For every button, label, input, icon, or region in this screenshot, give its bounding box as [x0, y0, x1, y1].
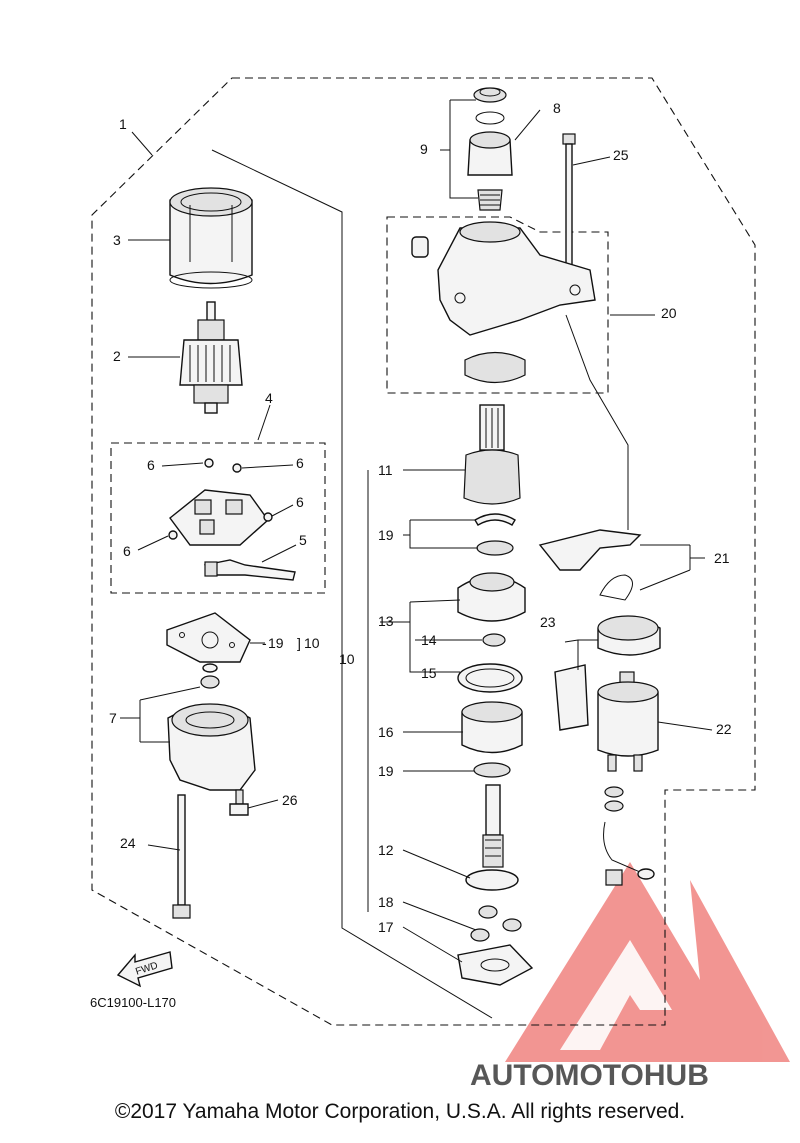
lead-wire-part	[603, 786, 655, 886]
solenoid-part	[597, 671, 659, 772]
through-bolt-24	[172, 794, 191, 919]
bracket-right: ]	[297, 635, 301, 651]
bolt-26	[229, 789, 249, 816]
label-part-22: 22	[716, 721, 732, 737]
label-part-6: 6	[296, 455, 304, 471]
label-part-12: 12	[378, 842, 394, 858]
brush-holder-part	[168, 458, 296, 581]
watermark-text: AUTOMOTOHUB	[470, 1059, 709, 1092]
label-part-19: 19	[268, 635, 284, 651]
label-part-25: 25	[613, 147, 629, 163]
label-part-6: 6	[296, 494, 304, 510]
reduction-gear-group	[457, 572, 526, 754]
bracket-left: -	[262, 635, 267, 651]
solenoid-cover-23	[554, 615, 661, 731]
fwd-arrow	[116, 951, 173, 988]
label-part-19: 19	[378, 527, 394, 543]
shift-lever-part	[538, 529, 642, 601]
gear-group-bracket	[211, 149, 493, 1019]
front-bracket-part	[411, 221, 596, 384]
label-part-23: 23	[540, 614, 556, 630]
armature-part	[179, 301, 243, 414]
copyright-notice: ©2017 Yamaha Motor Corporation, U.S.A. A…	[114, 1100, 686, 1123]
front-bracket-boundary	[386, 216, 609, 394]
part-labels: 1 3 2 4 6 6 6 6 5 19 10 7 26 24 8 9 25 2…	[109, 100, 732, 935]
starter-assembly-boundary	[91, 77, 756, 1026]
label-part-10: 10	[339, 651, 355, 667]
rear-plate-part	[166, 612, 251, 673]
label-part-16: 16	[378, 724, 394, 740]
gear-plate-17	[457, 944, 534, 986]
label-part-5: 5	[299, 532, 307, 548]
label-part-1: 1	[119, 116, 127, 132]
label-part-10: 10	[304, 635, 320, 651]
watermark-logo	[505, 862, 790, 1062]
label-part-21: 21	[714, 550, 730, 566]
label-part-2: 2	[113, 348, 121, 364]
label-part-13: 13	[378, 613, 394, 629]
label-part-7: 7	[109, 710, 117, 726]
label-part-18: 18	[378, 894, 394, 910]
pinion-group	[467, 87, 513, 211]
label-part-3: 3	[113, 232, 121, 248]
label-part-9: 9	[420, 141, 428, 157]
label-part-17: 17	[378, 919, 394, 935]
leader-lines	[120, 99, 713, 963]
label-part-8: 8	[553, 100, 561, 116]
brush-holder-boundary	[110, 442, 326, 594]
label-part-6: 6	[147, 457, 155, 473]
yoke-part	[169, 187, 253, 289]
label-part-26: 26	[282, 792, 298, 808]
planet-gears-part	[470, 905, 522, 942]
label-part-14: 14	[421, 632, 437, 648]
label-part-24: 24	[120, 835, 136, 851]
label-part-19: 19	[378, 763, 394, 779]
planet-shaft-part	[465, 784, 519, 891]
bolt-25	[562, 133, 576, 270]
label-part-6: 6	[123, 543, 131, 559]
label-part-11: 11	[378, 462, 393, 478]
label-part-20: 20	[661, 305, 677, 321]
drive-shaft-part	[463, 404, 521, 505]
diagram-code: 6C19100-L170	[90, 995, 176, 1010]
rear-bracket-part	[167, 675, 256, 791]
washer-19-group	[473, 513, 516, 778]
label-part-15: 15	[421, 665, 437, 681]
label-part-4: 4	[265, 390, 273, 406]
